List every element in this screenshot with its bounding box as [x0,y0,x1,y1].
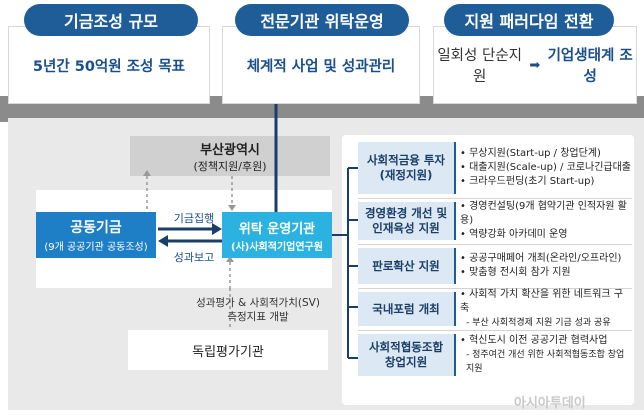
category-line: 사회적금융 투자 [366,153,446,167]
label-report: 성과보고 [173,251,215,264]
operating-org-box: 위탁 운영기관 (사)사회적기업연구원 [222,212,332,258]
program-item: 혁신도시 이전 공공기관 협력사업 [460,334,632,348]
category-line: (재정지원) [379,168,433,182]
program-items-finance: 무상지원(Start-up / 창업단계) 대출지원(Scale-up) / 코… [460,142,632,194]
category-line: 창업지원 [384,355,428,369]
program-subitem: 부산 사회적경제 지원 기금 성과 공유 [460,316,632,330]
program-items-forum: 사회적 가치 확산을 위한 네트워크 구축 부산 사회적경제 지원 기금 성과 … [460,289,632,328]
watermark: 아시아투데이 [514,396,586,411]
program-item: 맞춤형 전시회 참가 지원 [460,266,632,280]
operating-org-title: 위탁 운영기관 [238,221,316,237]
top-box-operation: 체계적 사업 및 성과관리 [222,26,420,104]
top-content-fund-size: 5년간 50억원 조성 목표 [32,58,186,75]
program-items-sales: 공공구매페어 개최(온라인/오프라인) 맞춤형 전시회 참가 지원 [460,248,632,284]
program-item: 대출지원(Scale-up) / 코로나긴급대출 [460,161,632,175]
top-box-fund-size: 5년간 50억원 조성 목표 [8,26,210,104]
row-divider [358,198,632,199]
category-separator [454,142,456,194]
right-arrow-icon: ➡ [529,57,541,73]
program-item: 경영컨설팅(9개 협약기관 인적자원 활용) [460,200,632,228]
busan-city-box: 부산광역시 (정책지원/후원) [130,136,330,176]
program-category-sales: 판로확산 지원 [358,248,454,284]
operating-org-subtitle: (사)사회적기업연구원 [231,241,323,253]
program-category-finance: 사회적금융 투자(재정지원) [358,142,454,194]
evaluation-note: 성과평가 & 사회적가치(SV) 측정지표 개발 [188,296,328,324]
independent-evaluator-box: 독립평가기관 [128,330,328,370]
category-line: 인재육성 지원 [372,221,440,235]
joint-fund-title: 공동기금 [70,220,122,236]
top-content-paradigm-right: 기업생태계 조성 [547,48,633,85]
program-item: 역량강화 아카데미 운영 [460,228,632,242]
top-content-paradigm-left: 일회성 단순지원 [437,48,522,85]
category-separator [454,334,456,376]
program-item: 공공구매페어 개최(온라인/오프라인) [460,252,632,266]
pill-operation: 전문기관 위탁운영 [235,4,409,36]
program-items-coop: 혁신도시 이전 공공기관 협력사업 정주여건 개선 위한 사회적협동조합 창업 … [460,334,632,376]
category-separator [454,248,456,284]
evaluation-note-line1: 성과평가 & 사회적가치(SV) [196,297,320,309]
program-item: 무상지원(Start-up / 창업단계) [460,147,632,161]
top-content-operation: 체계적 사업 및 성과관리 [246,58,396,75]
category-line: 사회적협동조합 [368,340,444,354]
program-subitem: 정주여건 개선 위한 사회적협동조합 창업 지원 [460,348,632,376]
category-separator [454,202,456,240]
category-line: 경영환경 개선 및 [364,206,448,220]
evaluation-note-line2: 측정지표 개발 [227,311,289,323]
program-item: 사회적 가치 확산을 위한 네트워크 구축 [460,288,632,316]
pill-fund-size: 기금조성 규모 [24,4,198,36]
program-items-management: 경영컨설팅(9개 협약기관 인적자원 활용) 역량강화 아카데미 운영 [460,200,632,242]
label-execution: 기금집행 [173,212,215,225]
busan-title: 부산광역시 [200,142,260,158]
row-divider [358,330,632,331]
category-line: 국내포럼 개최 [372,301,440,316]
category-separator [454,292,456,326]
busan-subtitle: (정책지원/후원) [193,159,267,173]
program-category-forum: 국내포럼 개최 [358,292,454,326]
pill-paradigm: 지원 패러다임 전환 [444,4,614,36]
row-divider [358,244,632,245]
joint-fund-subtitle: (9개 공공기관 공동조성) [44,242,148,253]
category-line: 판로확산 지원 [372,258,440,273]
top-box-paradigm: 일회성 단순지원 ➡ 기업생태계 조성 [433,26,637,104]
program-item: 크라우드펀딩(초기 Start-up) [460,175,632,189]
joint-fund-box: 공동기금 (9개 공공기관 공동조성) [36,212,156,258]
